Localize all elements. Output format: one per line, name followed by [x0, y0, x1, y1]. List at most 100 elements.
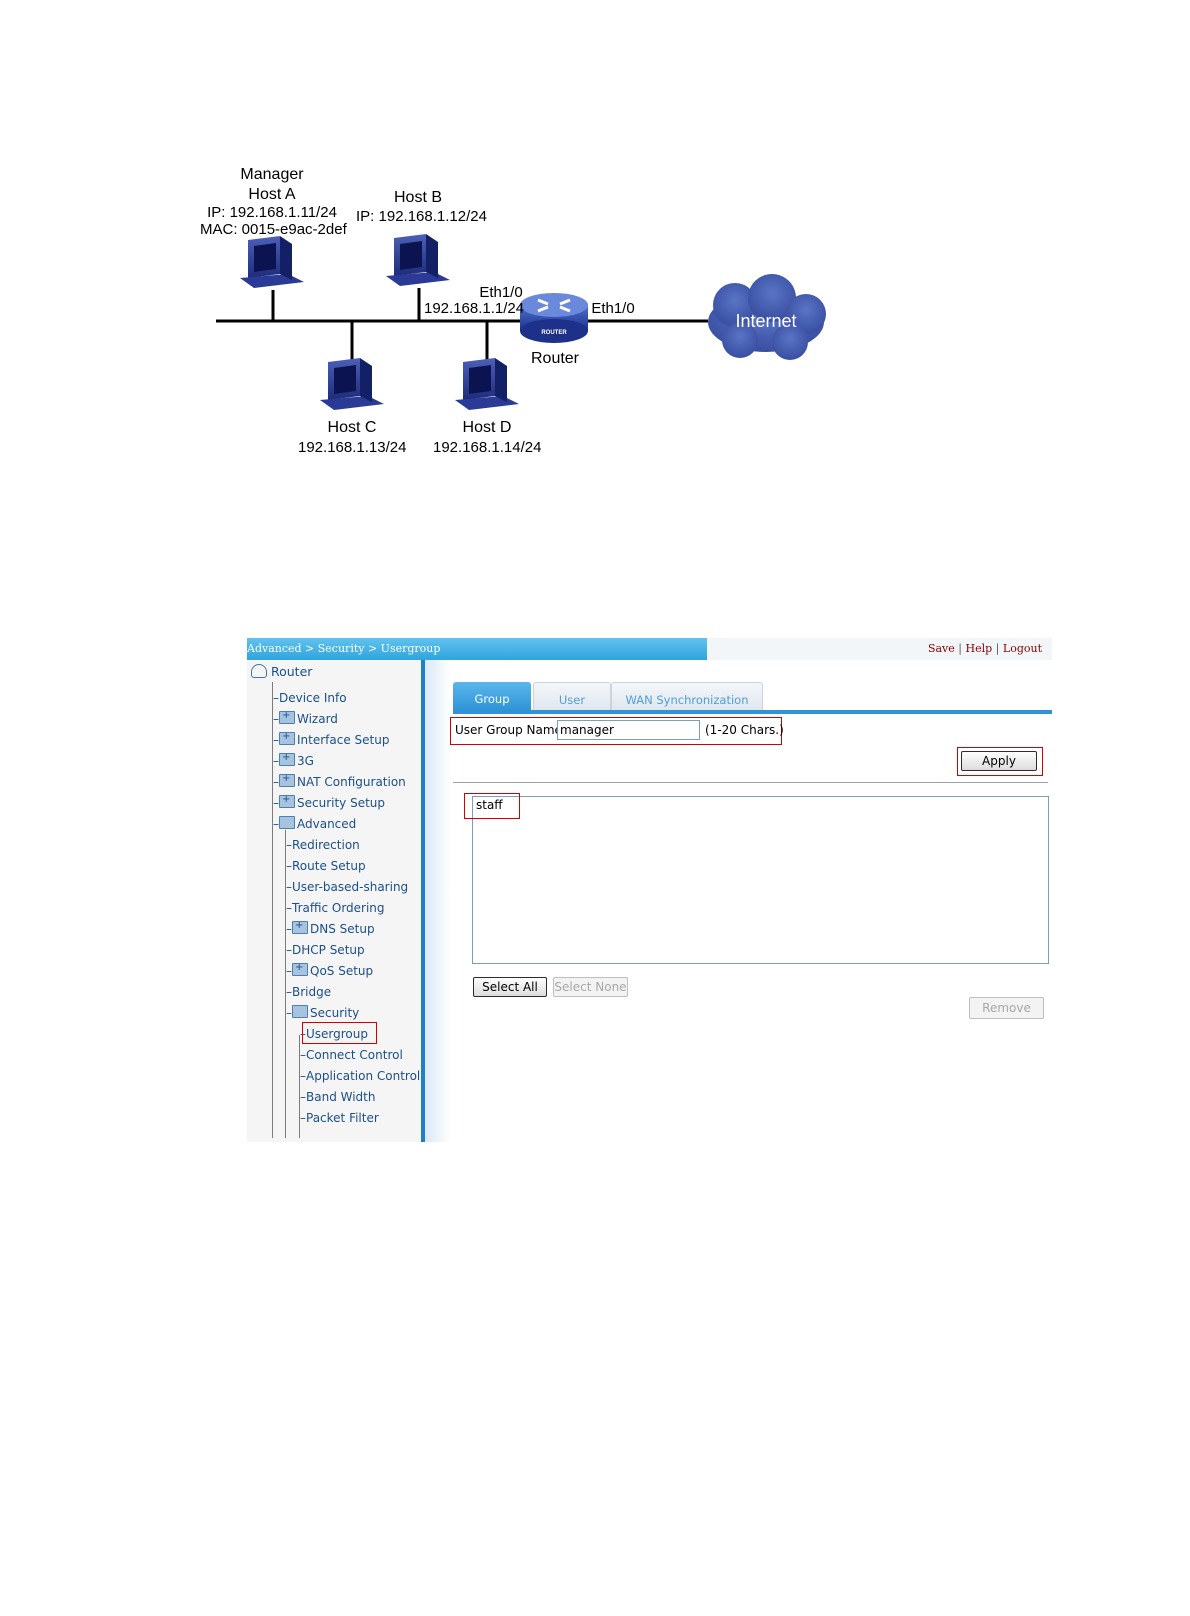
network-diagram: Manager Host A IP: 192.168.1.11/24 MAC: …	[0, 0, 1190, 470]
tree-item-label: Device Info	[279, 691, 347, 705]
internet-label: Internet	[735, 311, 797, 331]
folder-icon	[279, 729, 295, 745]
router-lan-ip: 192.168.1.1/24	[424, 300, 525, 317]
tree-item-dhcp-setup[interactable]: –DHCP Setup	[286, 943, 365, 957]
host-d-name: Host D	[462, 419, 512, 436]
router-badge: ROUTER	[541, 330, 567, 336]
list-item[interactable]: staff	[476, 798, 503, 812]
host-b-ip: IP: 192.168.1.12/24	[356, 208, 487, 225]
select-none-button[interactable]: Select None	[553, 977, 628, 997]
tree-item-security[interactable]: –Security	[286, 1005, 360, 1020]
apply-highlight	[957, 747, 1043, 776]
tree-item-security-setup[interactable]: –Security Setup	[273, 792, 386, 811]
group-name-hint: (1-20 Chars.)	[705, 723, 784, 737]
navigation-tree: Router –Device Info –Wizard –Interface S…	[247, 660, 451, 1142]
tree-item-label: Application Control	[306, 1069, 421, 1083]
tree-item-label: Wizard	[297, 712, 338, 726]
host-d-pc-icon	[455, 358, 519, 410]
host-c-name: Host C	[327, 419, 377, 436]
help-link[interactable]: Help	[965, 642, 993, 655]
apply-button[interactable]: Apply	[961, 751, 1037, 771]
router-wan-interface: Eth1/0	[591, 300, 635, 317]
folder-open-icon	[292, 1005, 308, 1018]
tree-item-label: NAT Configuration	[297, 775, 406, 789]
tree-item-application-control[interactable]: –Application Control	[300, 1069, 421, 1083]
user-group-icon	[251, 664, 267, 678]
tree-item-label: Advanced	[297, 817, 357, 831]
select-all-button[interactable]: Select All	[473, 977, 547, 997]
folder-icon	[279, 708, 295, 724]
tree-item-3g[interactable]: –3G	[273, 750, 314, 769]
router-web-ui: Advanced > Security > Usergroup Save | H…	[247, 638, 1052, 1142]
tree-item-label: Band Width	[306, 1090, 376, 1104]
tree-item-label: User-based-sharing	[292, 880, 409, 894]
usergroup-highlight	[302, 1022, 377, 1044]
tree-item-label: QoS Setup	[310, 964, 374, 978]
tree-item-label: Bridge	[292, 985, 332, 999]
tab-group[interactable]: Group	[453, 682, 531, 710]
staff-highlight	[464, 793, 520, 819]
tree-item-label: Packet Filter	[306, 1111, 379, 1125]
folder-open-icon	[279, 816, 295, 829]
tree-item-redirection[interactable]: –Redirection	[286, 838, 360, 852]
tree-item-label: Router	[270, 664, 313, 679]
router-name: Router	[530, 350, 580, 367]
tree-item-dns-setup[interactable]: –DNS Setup	[286, 918, 375, 937]
tree-item-traffic-ordering[interactable]: –Traffic Ordering	[286, 901, 385, 915]
tree-item-route-setup[interactable]: –Route Setup	[286, 859, 366, 873]
tree-line	[285, 830, 286, 1138]
link-separator: |	[958, 642, 962, 655]
tree-item-label: DNS Setup	[310, 922, 375, 936]
save-link[interactable]: Save	[927, 642, 955, 655]
tree-item-device-info[interactable]: –Device Info	[273, 691, 347, 705]
host-a-role: Manager	[240, 166, 304, 183]
tab-wan-synchronization[interactable]: WAN Synchronization	[611, 682, 763, 711]
tree-item-connect-control[interactable]: –Connect Control	[300, 1048, 403, 1062]
tree-item-band-width[interactable]: –Band Width	[300, 1090, 376, 1104]
tree-item-bridge[interactable]: –Bridge	[286, 985, 332, 999]
folder-icon	[279, 771, 295, 787]
tree-item-qos-setup[interactable]: –QoS Setup	[286, 960, 374, 979]
folder-icon	[279, 750, 295, 766]
tree-line	[272, 682, 273, 1138]
host-b-name: Host B	[393, 189, 442, 206]
host-a-mac: MAC: 0015-e9ac-2def	[200, 221, 347, 238]
host-c-ip: 192.168.1.13/24	[298, 439, 407, 456]
tree-item-user-based-sharing[interactable]: –User-based-sharing	[286, 880, 409, 894]
divider	[453, 782, 1048, 783]
tree-item-usergroup[interactable]: –Usergroup	[300, 1027, 368, 1041]
tree-item-label: Interface Setup	[297, 733, 390, 747]
host-c-pc-icon	[320, 358, 384, 410]
internet-cloud-icon	[708, 274, 826, 360]
tree-item-label: DHCP Setup	[292, 943, 365, 957]
tree-item-wizard[interactable]: –Wizard	[273, 708, 338, 727]
tree-item-advanced[interactable]: –Advanced	[273, 816, 357, 831]
diagram-graphics	[216, 234, 826, 410]
remove-button[interactable]: Remove	[969, 997, 1044, 1019]
group-name-input[interactable]: manager	[557, 720, 700, 740]
tree-line	[299, 1035, 300, 1138]
top-bar: Advanced > Security > Usergroup Save | H…	[247, 638, 1052, 660]
folder-icon	[292, 960, 308, 976]
folder-icon	[292, 918, 308, 934]
group-listbox[interactable]	[472, 796, 1049, 964]
tree-item-label: Route Setup	[292, 859, 366, 873]
tree-item-label: Security Setup	[297, 796, 386, 810]
tree-item-label: Usergroup	[306, 1027, 368, 1041]
breadcrumb: Advanced > Security > Usergroup	[247, 638, 707, 660]
tree-item-label: Security	[310, 1006, 360, 1020]
tree-item-label: Redirection	[292, 838, 360, 852]
host-a-ip: IP: 192.168.1.11/24	[207, 204, 337, 221]
group-name-highlight	[450, 717, 782, 745]
host-a-name: Host A	[248, 186, 296, 203]
tree-item-nat-configuration[interactable]: –NAT Configuration	[273, 771, 406, 790]
tree-item-label: Connect Control	[306, 1048, 403, 1062]
tree-root-router[interactable]: Router	[251, 664, 312, 680]
tree-item-interface-setup[interactable]: –Interface Setup	[273, 729, 390, 748]
top-links: Save | Help | Logout	[928, 638, 1042, 660]
tree-item-label: Traffic Ordering	[292, 901, 385, 915]
host-d-ip: 192.168.1.14/24	[433, 439, 542, 456]
logout-link[interactable]: Logout	[1002, 642, 1042, 655]
tab-user[interactable]: User	[533, 682, 611, 711]
tree-item-packet-filter[interactable]: –Packet Filter	[300, 1111, 379, 1125]
